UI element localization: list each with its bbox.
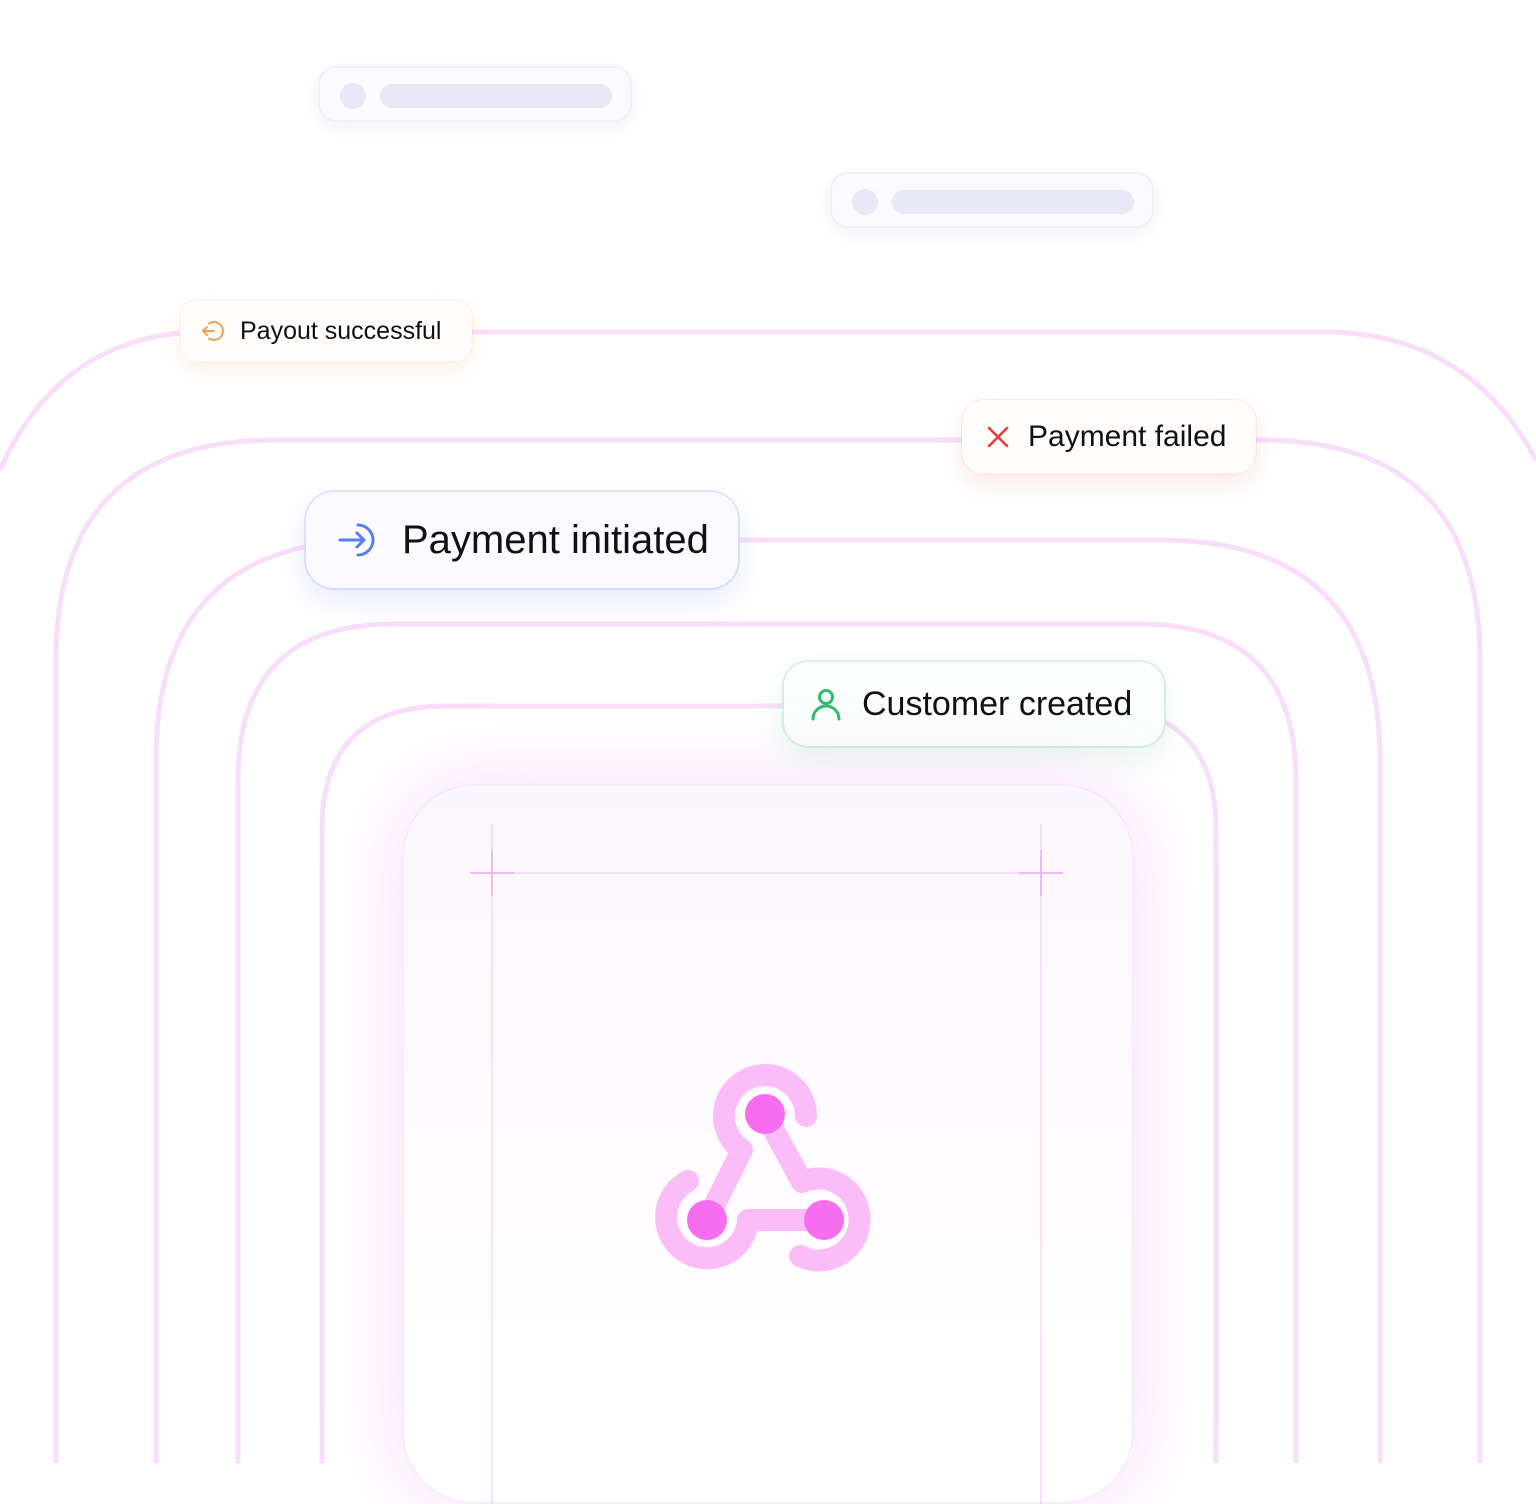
placeholder-card-right — [830, 172, 1154, 228]
event-label: Payout successful — [240, 316, 442, 345]
ring-1 — [0, 329, 1536, 472]
event-payment-initiated[interactable]: Payment initiated — [306, 492, 738, 588]
webhook-card — [402, 784, 1134, 1504]
guide-line-horizontal — [470, 872, 1064, 874]
x-icon — [984, 423, 1012, 451]
guide-cross-left-vertical — [491, 850, 493, 896]
placeholder-line — [380, 84, 612, 108]
event-payout-successful[interactable]: Payout successful — [180, 300, 472, 362]
arrow-right-circle-icon — [336, 518, 380, 562]
user-icon — [808, 686, 844, 722]
guide-line-left — [491, 824, 493, 1504]
ring-3 — [153, 537, 1383, 1463]
ring-4 — [235, 621, 1299, 1463]
event-payment-failed[interactable]: Payment failed — [962, 400, 1256, 474]
webhook-icon — [655, 1064, 871, 1272]
event-customer-created[interactable]: Customer created — [784, 662, 1164, 746]
event-label: Customer created — [862, 684, 1133, 723]
arrow-left-circle-icon — [200, 318, 226, 344]
event-label: Payment initiated — [402, 517, 709, 562]
guide-line-right — [1040, 824, 1042, 1504]
placeholder-avatar — [340, 83, 366, 109]
event-label: Payment failed — [1028, 420, 1227, 453]
placeholder-card-top — [318, 66, 632, 122]
guide-cross-right-vertical — [1040, 850, 1042, 896]
placeholder-avatar — [852, 189, 878, 215]
background-rings — [0, 329, 1536, 1463]
ring-2 — [53, 437, 1483, 1463]
ring-5 — [319, 703, 1219, 1463]
placeholder-line — [892, 190, 1134, 214]
